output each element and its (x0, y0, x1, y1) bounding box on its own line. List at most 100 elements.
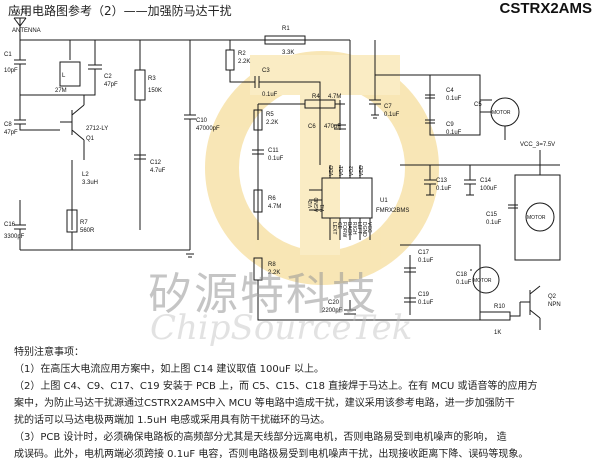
watermark-english: ChipSourceTek (150, 308, 413, 348)
label-antenna: ANTENNA (12, 28, 41, 34)
label-r6: R6 (268, 196, 276, 202)
label-r5: R5 (266, 112, 274, 118)
pin-vdd-top2: VDD (359, 165, 365, 176)
note-line-5: （3）PCB 设计时，必须确保电路板的高频部分尤其是天线部分远离电机，否则电路易… (14, 432, 507, 443)
value-l: 27M (55, 88, 67, 94)
label-c3: C3 (262, 68, 270, 74)
value-r10: 1K (494, 330, 501, 336)
label-c7: C7 (384, 104, 392, 110)
label-c18: C18 (456, 272, 468, 278)
value-c14: 100uF (480, 186, 497, 192)
label-q1: Q1 (86, 136, 95, 142)
value-c12: 4.7uF (150, 168, 166, 174)
label-ant1: ANT1 (12, 10, 28, 16)
label-c14: C14 (480, 178, 492, 184)
wires (13, 17, 561, 330)
pin-left: LEFT (356, 222, 362, 234)
label-l: L (62, 73, 66, 79)
pin-vi1: VI1 (320, 204, 326, 212)
label-c2: C2 (104, 74, 112, 80)
pin-dgnd: DGND (361, 222, 367, 237)
label-c4: C4 (446, 88, 454, 94)
logo-watermark (205, 51, 439, 285)
label-r3: R3 (148, 76, 156, 82)
note-line-1: （1）在高压大电流应用方案中，如上图 C14 建议取值 100uF 以上。 (14, 364, 324, 375)
label-r2: R2 (238, 51, 246, 57)
label-c17: C17 (418, 250, 430, 256)
label-r10: R10 (494, 304, 506, 310)
value-l2: 3.3uH (82, 180, 98, 186)
pin-vcc: VCC (366, 222, 372, 233)
value-q2: NPN (548, 302, 561, 308)
note-line-2: （2）上图 C4、C9、C17、C19 安装于 PCB 上，而 C5、C15、C… (14, 381, 538, 392)
value-r2: 2.2K (238, 59, 250, 65)
value-c15: 0.1uF (486, 220, 502, 226)
notes-heading: 特别注意事项： (14, 347, 84, 358)
label-u1: U1 (380, 198, 388, 204)
label-r4: R4 (312, 94, 320, 100)
label-u1-part: FMRX2BMS (376, 208, 409, 214)
label-c9: C9 (446, 122, 454, 128)
value-c6: 470pF (324, 124, 341, 130)
value-r8: 2.2K (268, 270, 280, 276)
pin-agnd: AGND (314, 197, 320, 212)
value-c9: 0.1uF (446, 130, 462, 136)
pin-forw: FORW (341, 222, 347, 237)
label-c19: C19 (418, 292, 430, 298)
value-c8: 47pF (4, 130, 18, 136)
label-c8: C8 (4, 122, 12, 128)
pin-vdd-top: VDD (329, 165, 335, 176)
value-r7: 560R (80, 228, 95, 234)
circuit-diagram: ANT1 ANTENNA C1 10pF L 27M C2 47pF R3 15… (4, 10, 561, 336)
label-c20: C20 (328, 300, 340, 306)
label-motor-right: MOTOR (527, 215, 546, 221)
value-c7: 0.1uF (384, 112, 400, 118)
note-line-4: 扰的话可以马达电极两端加 1.5uH 电感或采用具有防干扰磁环的马达。 (14, 415, 331, 426)
note-line-6: 成误码。此外，电机两端必须跨接 0.1uF 电容，否则电路极易受到电机噪声干扰，… (14, 449, 529, 460)
value-c18: 0.1uF (456, 280, 472, 286)
notes-section: 特别注意事项： （1）在高压大电流应用方案中，如上图 C14 建议取值 100u… (14, 344, 586, 463)
value-c13: 0.1uF (436, 186, 452, 192)
page-title: 应用电路图参考（2）——加强防马达干扰 (8, 4, 232, 18)
label-c12: C12 (150, 160, 162, 166)
label-c11: C11 (268, 148, 279, 154)
value-c2: 47pF (104, 82, 118, 88)
label-r1: R1 (282, 26, 290, 32)
value-c10: 47000pF (196, 126, 220, 132)
value-c1: 10pF (4, 68, 18, 74)
label-c6: C6 (308, 124, 316, 130)
label-c15: C15 (486, 212, 498, 218)
label-c1: C1 (4, 52, 12, 58)
value-c19: 0.1uF (418, 300, 434, 306)
value-c11: 0.1uF (268, 156, 284, 162)
pin-back: BACK (346, 222, 352, 236)
value-c16: 3300pF (4, 234, 25, 240)
note-line-3: 案中，为防止马达干扰源通过CSTRX2AMS中入 MCU 等电路中造成干扰，建议… (14, 398, 515, 409)
watermark-chinese: 矽源特科技 (148, 269, 378, 320)
pin-vo2: VO2 (349, 166, 355, 176)
value-c3: 0.1uF (262, 92, 278, 98)
label-vcc: VCC_3=7.5V (520, 142, 555, 148)
value-r5: 2.2K (266, 120, 278, 126)
label-c10: C10 (196, 118, 208, 124)
label-l2: L2 (82, 172, 89, 178)
value-r6: 4.7M (268, 204, 281, 210)
value-c4: 0.1uF (446, 96, 462, 102)
pin-ce: CE (336, 222, 342, 230)
label-q1-part: 2712-LY (86, 126, 108, 132)
value-c20: 2200pF (322, 308, 343, 314)
label-r7: R7 (80, 220, 88, 226)
pin-righ: RIGH (351, 222, 357, 235)
label-motor-top: MOTOR (492, 110, 511, 116)
label-c13: C13 (436, 178, 448, 184)
label-q2: Q2 (548, 294, 557, 300)
label-c5: C5 (474, 102, 482, 108)
value-r4: 4.7M (328, 94, 341, 100)
brand-name: CSTRX2AMS (499, 0, 592, 17)
label-motor-bottom: MOTOR (473, 278, 492, 284)
pin-vi2: VI2 (308, 200, 314, 208)
label-c16: C16 (4, 222, 16, 228)
value-c17: 0.1uF (418, 258, 434, 264)
pin-lext: LEXT (331, 222, 337, 235)
pin-vo1: VO1 (339, 166, 345, 176)
